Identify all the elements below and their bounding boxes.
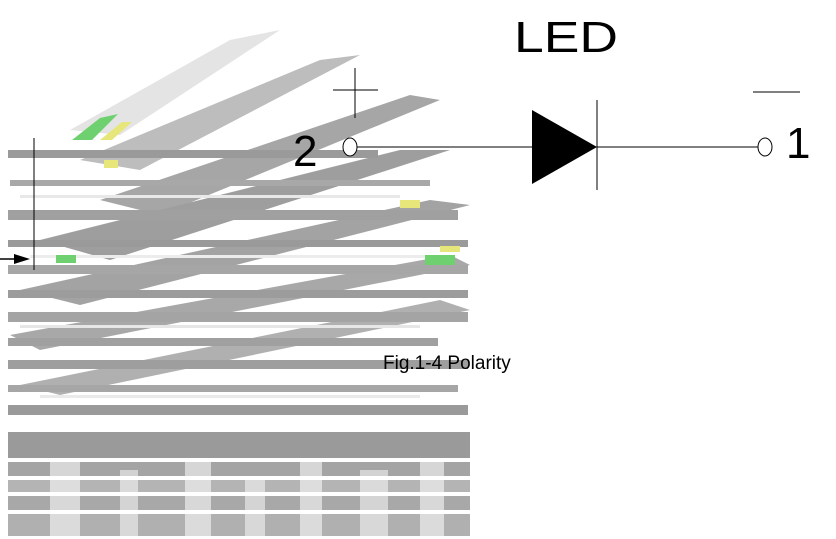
diode-triangle: [532, 110, 597, 184]
background-artifact: [8, 30, 470, 536]
terminal-left: [342, 137, 358, 157]
terminal-right: [757, 137, 773, 157]
figure-caption: Fig.1-4 Polarity: [383, 353, 511, 374]
left-marker: [0, 138, 35, 270]
pin-left-label: 2: [293, 127, 317, 176]
component-title: LED: [514, 13, 618, 62]
pin-right-label: 1: [786, 119, 810, 168]
plus-sign: [333, 68, 378, 118]
diode-symbol: [532, 100, 598, 190]
left-arrow-head: [14, 254, 30, 264]
